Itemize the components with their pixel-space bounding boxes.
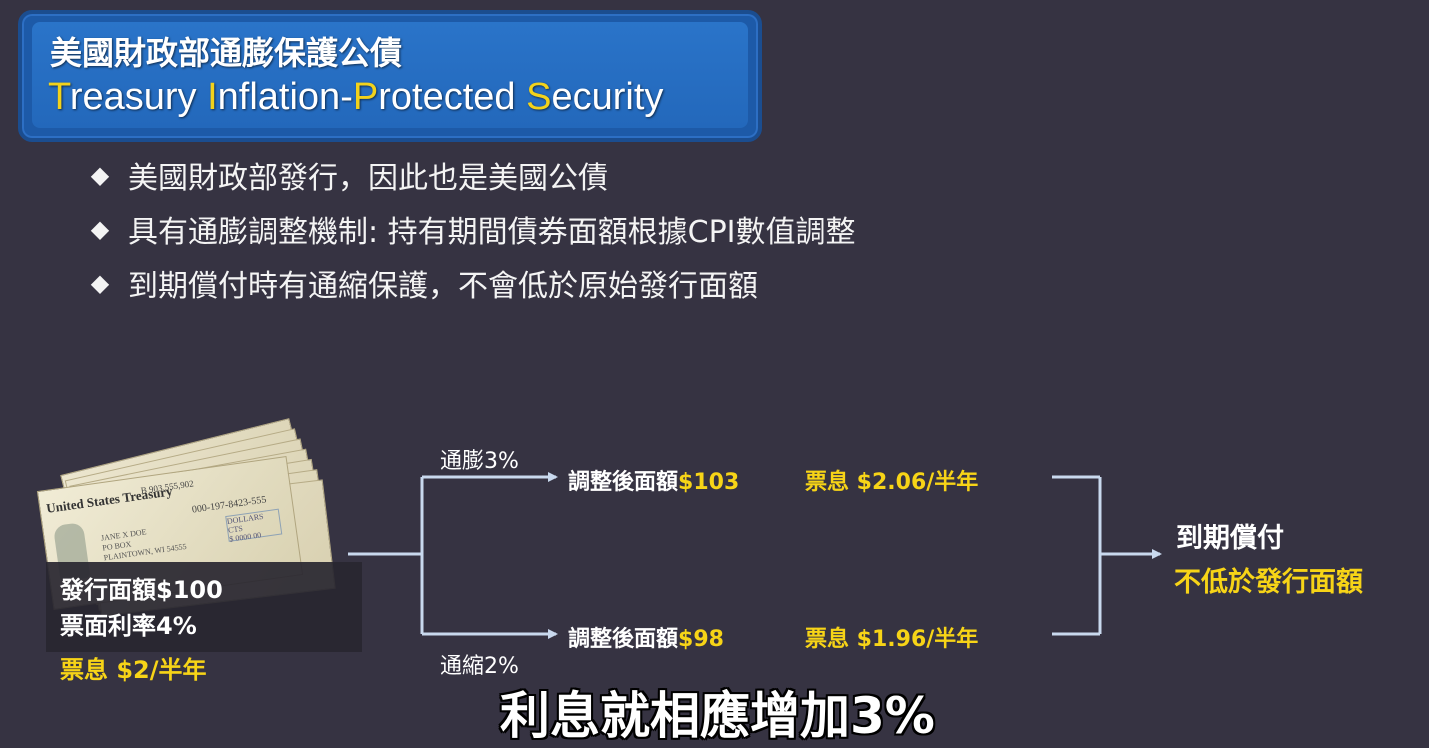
adjusted-face-value: $103 — [678, 470, 740, 495]
face-value-label: 發行面額$100 — [60, 576, 223, 604]
maturity-guarantee: 不低於發行面額 — [1174, 567, 1363, 598]
down-adjusted-face: 調整後面額$98 — [568, 621, 724, 653]
bullet-text: 到期償付時有通縮保護，不會低於原始發行面額 — [128, 269, 758, 304]
diamond-bullet-icon: ◆ — [90, 215, 110, 243]
bullet-item: ◆ 美國財政部發行，因此也是美國公債 — [86, 148, 856, 202]
title-banner-inner — [32, 22, 748, 128]
bond-info-box: 發行面額$100 票面利率4% — [46, 562, 362, 652]
adjusted-face-label: 調整後面額 — [568, 627, 679, 652]
adjusted-face-label: 調整後面額 — [568, 470, 679, 495]
bullet-item: ◆ 到期償付時有通縮保護，不會低於原始發行面額 — [86, 256, 856, 310]
diamond-bullet-icon: ◆ — [90, 161, 110, 189]
diamond-bullet-icon: ◆ — [90, 269, 110, 297]
bullet-text: 具有通膨調整機制: 持有期間債券面額根據CPI數值調整 — [128, 215, 856, 250]
coupon-rate-label: 票面利率4% — [60, 612, 197, 640]
title-english: Treasury Inflation-Protected Security — [48, 76, 663, 119]
title-chinese: 美國財政部通膨保護公債 — [50, 34, 403, 72]
title-initial-highlight: S — [526, 76, 552, 118]
maturity-label: 到期償付 — [1176, 523, 1284, 554]
inflation-label: 通膨3% — [440, 449, 519, 474]
title-banner: 美國財政部通膨保護公債 Treasury Inflation-Protected… — [18, 10, 762, 142]
title-initial-highlight: P — [352, 76, 379, 118]
title-text-part: reasury — [69, 76, 208, 118]
title-text-part: ecurity — [551, 76, 664, 118]
up-adjusted-face: 調整後面額$103 — [568, 464, 739, 496]
deflation-label: 通縮2% — [440, 654, 519, 679]
title-initial-highlight: T — [48, 76, 70, 118]
adjusted-face-value: $98 — [678, 627, 724, 652]
title-text-part: rotected — [378, 76, 527, 118]
down-coupon: 票息 $1.96/半年 — [805, 627, 979, 652]
video-subtitle: 利息就相應增加3% — [500, 687, 935, 745]
up-coupon: 票息 $2.06/半年 — [805, 470, 979, 495]
title-text-part: nflation- — [217, 76, 353, 118]
title-initial-highlight: I — [207, 76, 218, 118]
bullet-list: ◆ 美國財政部發行，因此也是美國公債 ◆ 具有通膨調整機制: 持有期間債券面額根… — [86, 148, 856, 310]
bullet-text: 美國財政部發行，因此也是美國公債 — [128, 161, 608, 196]
bullet-item: ◆ 具有通膨調整機制: 持有期間債券面額根據CPI數值調整 — [86, 202, 856, 256]
coupon-label: 票息 $2/半年 — [60, 656, 207, 684]
